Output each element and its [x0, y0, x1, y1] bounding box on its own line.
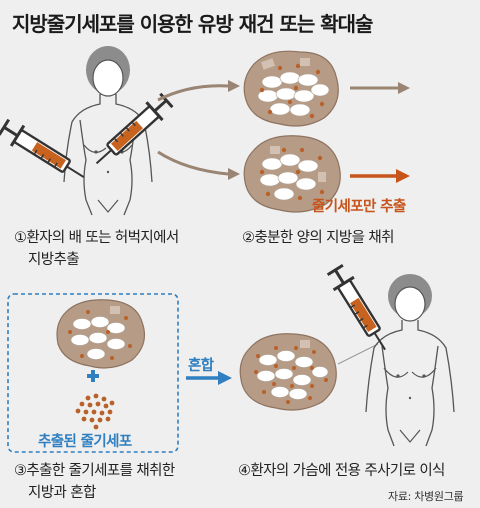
mix-dashed-box [7, 293, 179, 453]
step-1-caption-line1: ①환자의 배 또는 허벅지에서 [14, 230, 179, 246]
source-credit: 자료: 차병원그룹 [388, 490, 464, 503]
plus-icon [87, 370, 99, 382]
body-figure-right [365, 274, 455, 447]
page-title: 지방줄기세포를 이용한 유방 재건 또는 확대술 [12, 12, 373, 36]
fat-tissue-icon [243, 50, 339, 127]
stem-cell-cluster-icon [75, 393, 115, 430]
step-2-caption: ②충분한 양의 지방을 채취 [242, 230, 394, 246]
body-figure-left [63, 46, 153, 216]
step-4-caption: ④환자의 가슴에 전용 주사기로 이식 [238, 463, 445, 479]
arrow-icon [157, 84, 400, 176]
stem-cell-arrow [350, 169, 410, 183]
stem-cell-extract-label: 줄기세포만 추출 [312, 199, 406, 215]
step-3-caption-line1: ③추출한 줄기세포를 채취한 [14, 463, 175, 479]
mixed-tissue-icon [239, 333, 337, 411]
fat-tissue-icon-3 [56, 299, 145, 369]
step-3-caption-line2: 지방과 혼합 [28, 485, 96, 501]
fat-tissue-icon-2 [243, 135, 341, 213]
extracted-stem-cells-label: 추출된 줄기세포 [38, 434, 132, 450]
mix-label: 혼합 [188, 358, 214, 374]
step-1-caption-line2: 지방추출 [28, 252, 80, 268]
mix-arrow [186, 371, 232, 385]
connector-line [337, 343, 379, 365]
